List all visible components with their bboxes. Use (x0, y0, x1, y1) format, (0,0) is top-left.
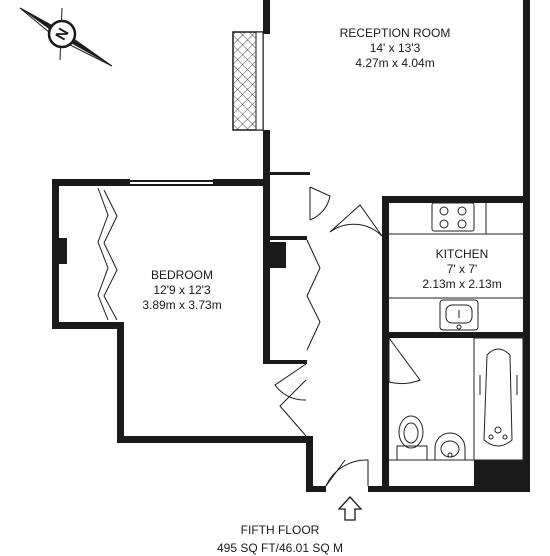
bathroom-fixtures (389, 337, 524, 461)
doors (97, 186, 421, 487)
kitchen-metric: 2.13m x 2.13m (422, 277, 502, 291)
bedroom-name: BEDROOM (150, 268, 213, 282)
entrance-arrow-icon (337, 496, 363, 521)
bedroom-imperial: 12'9 x 12'3 (153, 283, 211, 297)
toilet-icon (396, 415, 428, 461)
hob-icon (431, 202, 475, 232)
reception-room-metric: 4.27m x 4.04m (355, 56, 435, 70)
sink-icon (439, 299, 479, 331)
kitchen-name: KITCHEN (435, 247, 489, 261)
kitchen-label: KITCHEN 7' x 7' 2.13m x 2.13m (402, 247, 522, 292)
bedroom-label: BEDROOM 12'9 x 12'3 3.89m x 3.73m (122, 268, 242, 313)
north-compass-icon: N (19, 7, 113, 67)
basin-icon (434, 432, 466, 461)
reception-room-name: RECEPTION ROOM (339, 26, 451, 40)
walls (52, 0, 530, 492)
kitchen-fixtures (389, 202, 523, 331)
bath-icon (473, 337, 524, 461)
floor-title: FIFTH FLOOR (240, 523, 320, 537)
bedroom-metric: 3.89m x 3.73m (142, 298, 222, 312)
floor-area: 495 SQ FT/46.01 SQ M (216, 541, 344, 555)
kitchen-imperial: 7' x 7' (446, 262, 478, 276)
reception-room-label: RECEPTION ROOM 14' x 13'3 4.27m x 4.04m (325, 26, 465, 71)
reception-room-imperial: 14' x 13'3 (369, 41, 421, 55)
